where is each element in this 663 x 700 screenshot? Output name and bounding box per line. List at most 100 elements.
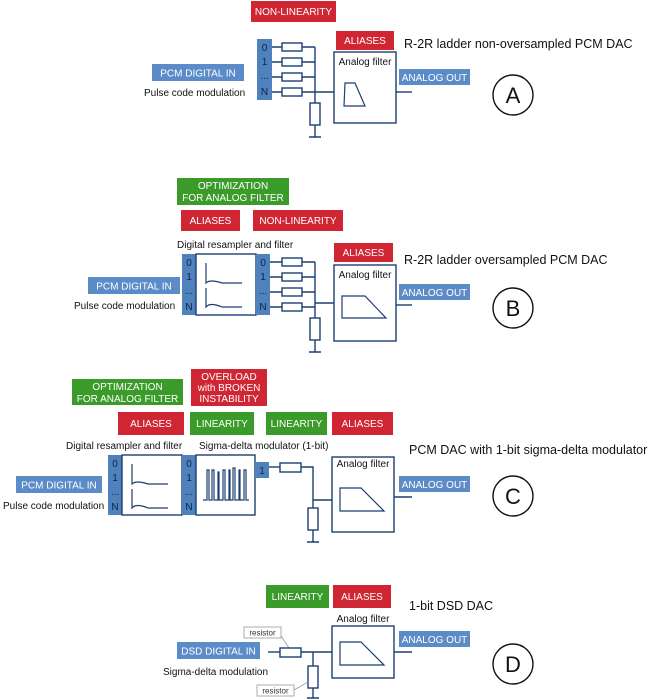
- tag-linearity-d: [266, 585, 329, 608]
- marker-d: [492, 643, 534, 685]
- input-label-d-text: DSD DIGITAL IN: [181, 647, 255, 658]
- tag-aliases-b-right-text: ALIASES: [343, 248, 385, 259]
- bus-c-1bit-label: 1: [259, 466, 265, 477]
- bus-c-in-1: 1: [112, 473, 118, 484]
- output-label-a-text: ANALOG OUT: [402, 73, 468, 84]
- resampler-response-icon-c: [131, 464, 168, 510]
- input-caption-a: Pulse code modulation: [144, 88, 245, 99]
- analog-filter-b: [333, 264, 397, 342]
- filter-label-d: Analog filter: [337, 614, 390, 625]
- input-caption-c: Pulse code modulation: [3, 501, 104, 512]
- tag-linearity-d-text: LINEARITY: [272, 592, 324, 603]
- tag-optimization-c-line2: FOR ANALOG FILTER: [77, 394, 179, 405]
- marker-a-text: A: [506, 83, 521, 108]
- marker-d-text: D: [505, 652, 521, 677]
- tag-nonlinearity-b: [253, 210, 343, 231]
- filter-label-c: Analog filter: [337, 459, 390, 470]
- bus-b-in-dots: ...: [185, 286, 193, 297]
- input-label-d: [177, 642, 260, 659]
- tag-optimization-c-line1: OPTIMIZATION: [92, 382, 162, 393]
- filter-response-icon-a: [343, 82, 366, 107]
- tag-aliases-c-left-text: ALIASES: [130, 419, 172, 430]
- tag-aliases-c-right-text: ALIASES: [342, 419, 384, 430]
- input-label-c-text: PCM DIGITAL IN: [21, 481, 97, 492]
- bus-a-1: 1: [262, 57, 268, 68]
- section-c: OPTIMIZATION FOR ANALOG FILTER OVERLOAD …: [3, 369, 647, 543]
- tag-optimization-b-line1: OPTIMIZATION: [198, 181, 268, 192]
- input-label-a-text: PCM DIGITAL IN: [160, 69, 236, 80]
- tag-aliases-a-text: ALIASES: [344, 36, 386, 47]
- marker-a: [492, 74, 534, 116]
- output-label-c: [399, 476, 470, 492]
- output-label-b: [399, 284, 470, 300]
- marker-c: [492, 475, 534, 517]
- bus-c-in: [108, 455, 122, 515]
- tag-nonlinearity-a-text: NON-LINEARITY: [255, 7, 333, 18]
- bus-a-0: 0: [262, 43, 268, 54]
- marker-c-text: C: [505, 484, 521, 509]
- title-b: R-2R ladder oversampled PCM DAC: [404, 253, 608, 267]
- resistor-callout-1-text: resistor: [249, 629, 276, 638]
- tag-optimization-b-line2: FOR ANALOG FILTER: [182, 193, 284, 204]
- section-a: NON-LINEARITY ALIASES R-2R ladder non-ov…: [144, 1, 633, 138]
- bus-b-in-n: N: [185, 302, 192, 313]
- bus-c-out-dots: ...: [185, 487, 193, 498]
- tag-aliases-a: [336, 31, 394, 50]
- bus-c-out-n: N: [185, 502, 192, 513]
- bus-b-out-n: N: [259, 302, 266, 313]
- tag-linearity-c-1-text: LINEARITY: [196, 419, 248, 430]
- resampler-caption-b: Digital resampler and filter: [177, 240, 294, 251]
- marker-b-text: B: [506, 296, 521, 321]
- modulator-caption-c: Sigma-delta modulator (1-bit): [199, 441, 329, 452]
- output-network-c: [269, 462, 332, 543]
- bus-c-in-n: N: [111, 502, 118, 513]
- input-label-c: [16, 476, 102, 493]
- bus-b-out: [256, 254, 270, 315]
- resistor-callout-2: [256, 684, 295, 697]
- bus-a-n: N: [261, 87, 268, 98]
- filter-label-b: Analog filter: [339, 270, 392, 281]
- marker-b: [492, 287, 534, 329]
- tag-nonlinearity-a: [251, 1, 336, 22]
- input-caption-d: Sigma-delta modulation: [163, 667, 268, 678]
- tag-linearity-c-2: [266, 412, 327, 435]
- bus-c-out: [182, 455, 196, 515]
- output-label-d-text: ANALOG OUT: [402, 635, 468, 646]
- input-label-a: [152, 64, 244, 81]
- output-network-d: [268, 647, 332, 699]
- output-label-b-text: ANALOG OUT: [402, 288, 468, 299]
- tag-aliases-c-right: [332, 412, 393, 435]
- output-label-a: [399, 69, 470, 85]
- analog-filter-d: [331, 625, 395, 679]
- section-b: OPTIMIZATION FOR ANALOG FILTER ALIASES N…: [74, 178, 608, 353]
- digital-resampler-b: [195, 253, 257, 316]
- tag-nonlinearity-b-text: NON-LINEARITY: [259, 216, 337, 227]
- output-label-d: [399, 631, 470, 647]
- bus-b-out-0: 0: [260, 258, 266, 269]
- tag-aliases-b-right: [334, 243, 393, 262]
- tag-aliases-d: [333, 585, 391, 608]
- resistor-callout-1: [243, 626, 282, 639]
- bus-a: [257, 39, 272, 100]
- bus-c-out-0: 0: [186, 459, 192, 470]
- title-d: 1-bit DSD DAC: [409, 599, 493, 613]
- tag-optimization-c: [72, 379, 183, 405]
- section-d: LINEARITY ALIASES 1-bit DSD DAC DSD DIGI…: [163, 585, 534, 699]
- tag-aliases-b-left-text: ALIASES: [190, 216, 232, 227]
- title-a: R-2R ladder non-oversampled PCM DAC: [404, 37, 633, 51]
- bus-c-1bit: [255, 462, 269, 478]
- bus-b-in-1: 1: [186, 272, 192, 283]
- tag-overload-c-line2: with BROKEN: [197, 383, 261, 394]
- filter-response-icon-d: [339, 641, 386, 666]
- tag-linearity-c-1: [190, 412, 254, 435]
- bus-b-out-1: 1: [260, 272, 266, 283]
- bus-c-in-dots: ...: [111, 487, 119, 498]
- r2r-ladder-b: [270, 257, 334, 353]
- filter-response-icon-c: [339, 487, 386, 512]
- tag-optimization-b: [177, 178, 289, 205]
- filter-response-icon-b: [341, 295, 388, 319]
- tag-overload-c-line3: INSTABILITY: [199, 394, 259, 405]
- input-caption-b: Pulse code modulation: [74, 301, 175, 312]
- bus-c-out-1: 1: [186, 473, 192, 484]
